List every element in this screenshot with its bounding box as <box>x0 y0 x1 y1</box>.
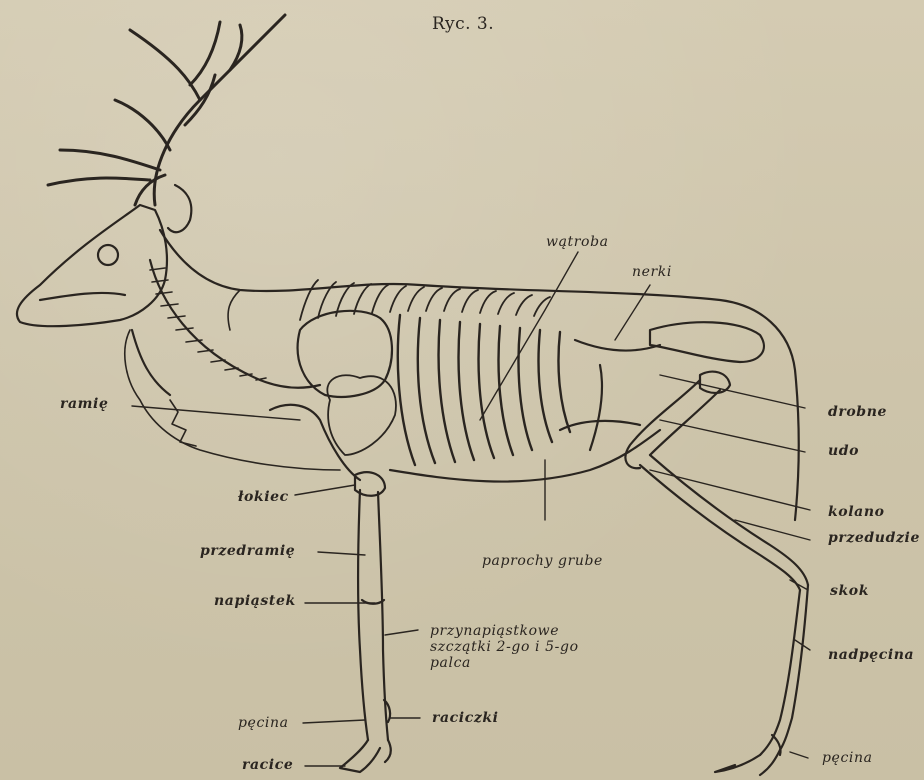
label-drobne: drobne <box>828 404 887 420</box>
label-nerki: nerki <box>632 264 672 280</box>
pelvis <box>650 322 764 393</box>
label-watroba: wątroba <box>546 234 609 250</box>
label-nadpecina: nadpęcina <box>828 647 914 663</box>
label-skok: skok <box>830 583 869 599</box>
antlers <box>48 15 285 205</box>
label-pecina-hind: pęcina <box>822 750 873 766</box>
label-pecina-front: pęcina <box>238 715 289 731</box>
ribs <box>398 315 570 465</box>
label-przynapiastkowe: przynapiąstkowe szczątki 2-go i 5-go pal… <box>430 623 579 671</box>
label-ramie: ramię <box>60 396 109 412</box>
label-napiastek: napiąstek <box>214 593 296 609</box>
scapula <box>298 311 392 397</box>
label-przedudzie: przedudzie <box>828 530 920 546</box>
label-lokiec: łokiec <box>238 489 289 505</box>
label-paprochy-grube: paprochy grube <box>482 553 603 569</box>
label-raciczki: raciczki <box>432 710 499 726</box>
spine <box>132 230 799 520</box>
figure-caption: Ryc. 3. <box>432 14 494 34</box>
label-przedramie: przedramię <box>200 543 295 559</box>
label-kolano: kolano <box>828 504 885 520</box>
hind-leg <box>625 380 808 775</box>
abdomen <box>390 340 660 482</box>
label-racice: racice <box>242 757 293 773</box>
leader-lines <box>132 252 810 766</box>
heart <box>327 375 396 455</box>
label-udo: udo <box>828 443 859 459</box>
cervical-vertebrae <box>150 268 266 380</box>
